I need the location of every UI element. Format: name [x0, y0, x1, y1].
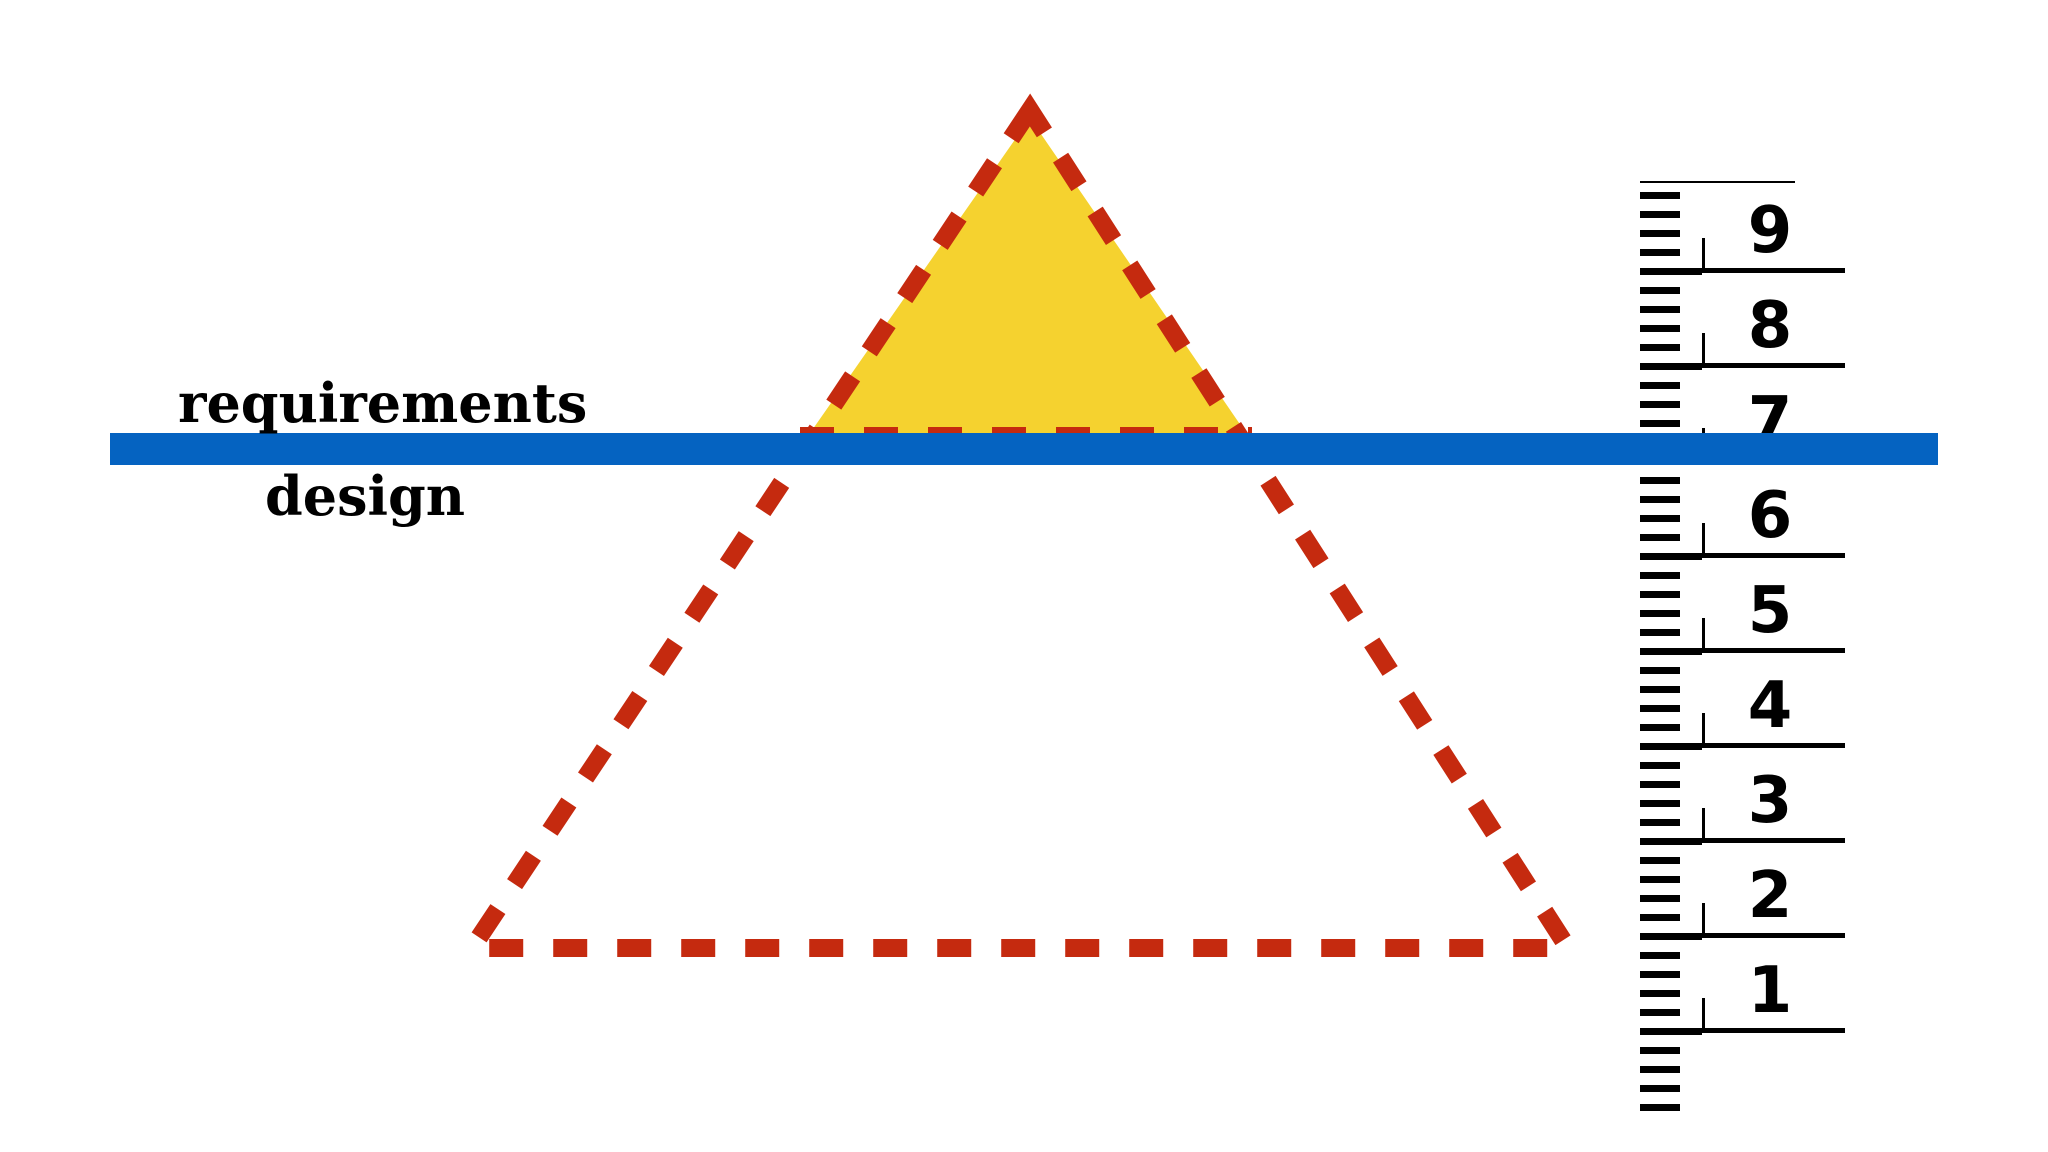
ruler-minor-tick — [1640, 344, 1680, 351]
ruler-minor-tick — [1640, 230, 1680, 237]
ruler-number: 6 — [1748, 479, 1793, 553]
ruler-mark-stem — [1702, 903, 1705, 933]
ruler-minor-tick — [1640, 914, 1680, 921]
requirements-triangle-fill — [808, 118, 1248, 436]
ruler-mark-stem — [1702, 713, 1705, 743]
requirements-design-divider — [110, 433, 1938, 465]
requirements-label: requirements — [178, 371, 587, 435]
ruler-major-mark — [1700, 1028, 1845, 1033]
ruler-minor-tick — [1640, 667, 1680, 674]
ruler-minor-tick — [1640, 952, 1680, 959]
ruler-number: 2 — [1748, 859, 1793, 933]
ruler-minor-tick — [1640, 192, 1680, 199]
ruler-minor-tick — [1640, 249, 1680, 256]
ruler-major-mark — [1700, 553, 1845, 558]
ruler-minor-tick — [1640, 933, 1702, 940]
ruler-minor-tick — [1640, 553, 1702, 560]
ruler-number: 1 — [1748, 954, 1793, 1028]
ruler-minor-tick — [1640, 287, 1680, 294]
ruler-minor-tick — [1640, 1066, 1680, 1073]
ruler-minor-tick — [1640, 610, 1680, 617]
ruler-minor-tick — [1640, 819, 1680, 826]
ruler-minor-tick — [1640, 705, 1680, 712]
ruler-number: 8 — [1748, 289, 1793, 363]
ruler-major-mark — [1700, 648, 1845, 653]
ruler-minor-tick — [1640, 591, 1680, 598]
ruler-minor-tick — [1640, 325, 1680, 332]
ruler-minor-tick — [1640, 268, 1702, 275]
ruler-number: 4 — [1748, 669, 1793, 743]
ruler-minor-tick — [1640, 857, 1680, 864]
ruler-minor-tick — [1640, 515, 1680, 522]
ruler-minor-tick — [1640, 648, 1702, 655]
ruler-minor-tick — [1640, 1047, 1680, 1054]
ruler-mark-stem — [1702, 618, 1705, 648]
ruler-number: 3 — [1748, 764, 1793, 838]
ruler-mark-stem — [1702, 998, 1705, 1028]
ruler-minor-tick — [1640, 420, 1680, 427]
ruler-mark-stem — [1702, 808, 1705, 838]
ruler-minor-tick — [1640, 838, 1702, 845]
ruler-minor-tick — [1640, 762, 1680, 769]
ruler-major-mark — [1700, 363, 1845, 368]
ruler-minor-tick — [1640, 629, 1680, 636]
ruler-minor-tick — [1640, 363, 1702, 370]
ruler-major-mark — [1700, 933, 1845, 938]
ruler-mark-stem — [1702, 333, 1705, 363]
ruler-minor-tick — [1640, 895, 1680, 902]
ruler-minor-tick — [1640, 990, 1680, 997]
ruler-minor-tick — [1640, 971, 1680, 978]
ruler-minor-tick — [1640, 534, 1680, 541]
ruler-minor-tick — [1640, 743, 1702, 750]
ruler-mark-stem — [1702, 523, 1705, 553]
design-label: design — [265, 464, 465, 528]
ruler-minor-tick — [1640, 1085, 1680, 1092]
ruler-minor-tick — [1640, 781, 1680, 788]
ruler-minor-tick — [1640, 496, 1680, 503]
ruler-major-mark — [1700, 838, 1845, 843]
ruler-minor-tick — [1640, 382, 1680, 389]
dashed-triangle-outline — [455, 93, 1585, 957]
ruler-minor-tick — [1640, 572, 1680, 579]
ruler-major-mark — [1700, 268, 1845, 273]
ruler-minor-tick — [1640, 401, 1680, 408]
ruler-minor-tick — [1640, 477, 1680, 484]
ruler-minor-tick — [1640, 686, 1680, 693]
ruler-minor-tick — [1640, 876, 1680, 883]
ruler-minor-tick — [1640, 724, 1680, 731]
ruler-minor-tick — [1640, 800, 1680, 807]
ruler-minor-tick — [1640, 211, 1680, 218]
ruler-mark-stem — [1702, 238, 1705, 268]
ruler-minor-tick — [1640, 1028, 1702, 1035]
ruler-minor-tick — [1640, 1009, 1680, 1016]
ruler-major-mark — [1700, 743, 1845, 748]
ruler-number: 5 — [1748, 574, 1793, 648]
ruler-minor-tick — [1640, 1104, 1680, 1111]
ruler-number: 9 — [1748, 194, 1793, 268]
ruler-minor-tick — [1640, 306, 1680, 313]
